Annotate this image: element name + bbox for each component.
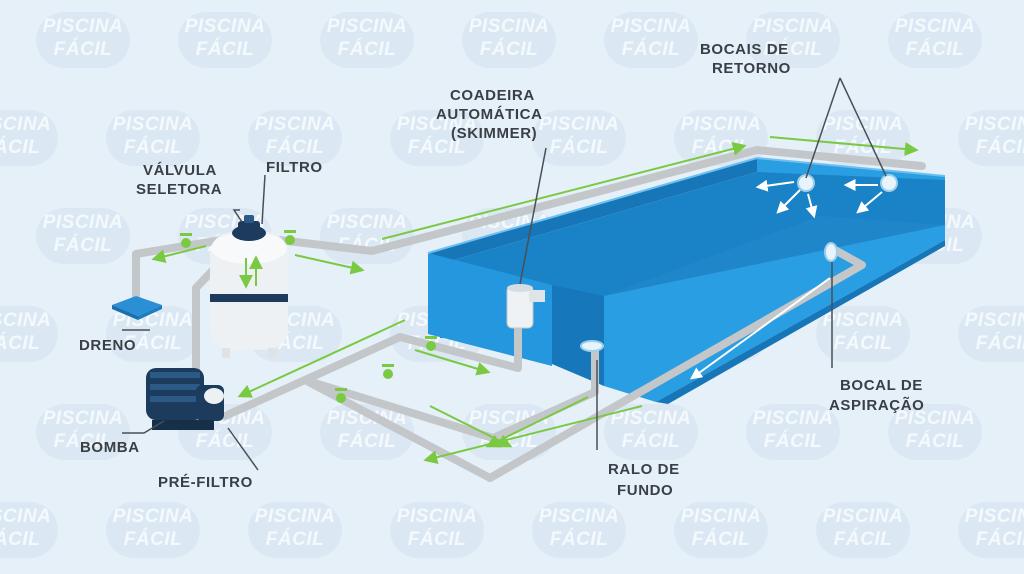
label-dreno: DRENO	[79, 337, 136, 354]
pipe-vacuum-branch	[301, 246, 866, 482]
filter-tank	[210, 232, 288, 358]
return-nozzle-icon	[880, 174, 898, 192]
flow-arrow	[423, 405, 643, 465]
water-flow-arrows	[690, 179, 883, 380]
label-filtro: FILTRO	[266, 159, 323, 176]
leader-lines	[122, 77, 887, 471]
vacuum-inlet	[824, 242, 838, 262]
labels: VÁLVULA SELETORA FILTRO COADEIRA AUTOMÁT…	[79, 41, 924, 499]
label-valvula-seletora-2: SELETORA	[136, 181, 222, 198]
flow-arrow	[151, 245, 207, 264]
flow-arrow	[237, 319, 406, 398]
label-pre-filtro: PRÉ-FILTRO	[158, 474, 253, 491]
skimmer	[506, 284, 545, 329]
water-flow-arrow	[856, 191, 883, 214]
label-bocais: BOCAIS DE	[700, 41, 789, 58]
valve-handle-icon	[425, 336, 437, 351]
selector-valve	[232, 215, 266, 241]
flow-arrow	[429, 405, 513, 448]
pump	[146, 368, 224, 430]
label-bocal-aspiracao: BOCAL DE	[840, 377, 923, 394]
drain-box	[112, 296, 162, 320]
label-ralo: RALO DE	[608, 461, 680, 478]
pool-right-end-wall	[656, 240, 945, 404]
label-ralo-2: FUNDO	[617, 482, 673, 499]
label-bomba: BOMBA	[80, 439, 140, 456]
valve-handle-icon	[180, 233, 192, 248]
valve-handle-icon	[284, 230, 296, 245]
pipe-return-line	[258, 146, 926, 255]
label-coadeira: COADEIRA	[450, 87, 535, 104]
main-drain	[580, 340, 604, 352]
label-coadeira-3: (SKIMMER)	[451, 125, 537, 142]
flow-arrow	[769, 136, 919, 156]
return-nozzle-icon	[797, 174, 815, 192]
label-bocais-2: RETORNO	[712, 60, 791, 77]
water-flow-arrow	[805, 193, 818, 219]
valve-handle-icon	[382, 364, 394, 379]
pool-rim	[427, 156, 946, 254]
flow-arrow	[485, 396, 589, 448]
pipe-main-drain-branch	[301, 344, 599, 442]
label-coadeira-2: AUTOMÁTICA	[436, 106, 543, 123]
valve-handle-icon	[335, 388, 347, 403]
flow-arrow	[381, 142, 747, 240]
flow-arrow	[294, 254, 365, 275]
pipe-valves	[180, 230, 437, 403]
label-bocal-aspiracao-2: ASPIRAÇÃO	[829, 396, 924, 414]
water-flow-arrow	[776, 189, 801, 214]
pipe-drain-line	[132, 233, 244, 303]
pool-back-wall	[428, 158, 757, 264]
flow-arrow	[414, 349, 491, 376]
pipe-skimmer-branch	[396, 316, 522, 372]
label-valvula-seletora: VÁLVULA	[143, 162, 217, 179]
flow-arrows	[151, 136, 919, 465]
return-nozzles	[797, 174, 898, 192]
water-flow-arrow	[755, 179, 795, 192]
water-flow-arrow	[690, 277, 831, 380]
